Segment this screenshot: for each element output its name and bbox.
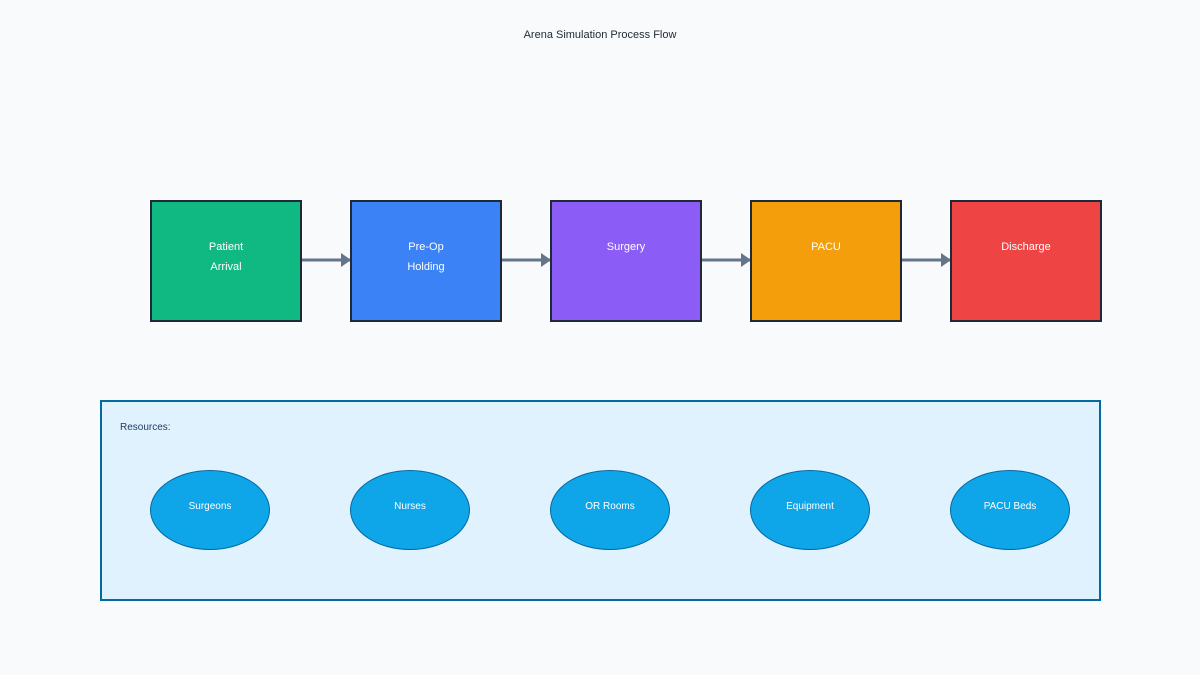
process-step-label: Arrival <box>210 261 242 273</box>
process-step-discharge[interactable]: Discharge <box>950 200 1102 322</box>
resource-nurses[interactable]: Nurses <box>350 470 470 550</box>
resource-label: OR Rooms <box>585 501 635 512</box>
diagram-title: Arena Simulation Process Flow <box>523 29 677 41</box>
process-step-label: Surgery <box>606 241 646 253</box>
resource-equipment[interactable]: Equipment <box>750 470 870 550</box>
process-step-surgery[interactable]: Surgery <box>550 200 702 322</box>
process-step-patient-arrival[interactable]: Patient Arrival <box>150 200 302 322</box>
resource-surgeons[interactable]: Surgeons <box>150 470 270 550</box>
resource-label: PACU Beds <box>983 501 1037 512</box>
process-step-label: Pre-Op <box>408 241 444 253</box>
resource-or-rooms[interactable]: OR Rooms <box>550 470 670 550</box>
process-step-label: Patient <box>208 241 244 253</box>
process-step-pre-op-holding[interactable]: Pre-Op Holding <box>350 200 502 322</box>
resources-label: Resources: <box>120 422 171 433</box>
resource-label: Equipment <box>786 501 834 512</box>
resource-pacu-beds[interactable]: PACU Beds <box>950 470 1070 550</box>
resource-label: Nurses <box>394 501 426 512</box>
process-step-label: Discharge <box>1001 241 1051 253</box>
process-step-label: Holding <box>407 261 445 273</box>
process-step-pacu[interactable]: PACU <box>750 200 902 322</box>
process-step-label: PACU <box>811 241 841 253</box>
resource-label: Surgeons <box>188 501 232 512</box>
